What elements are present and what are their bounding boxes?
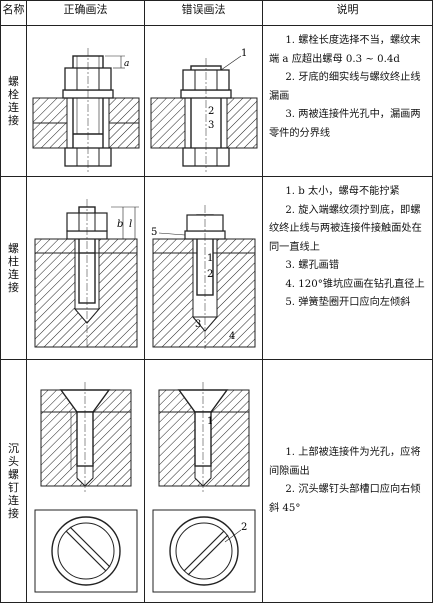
name-char: 栓 (8, 88, 19, 101)
name-char: 头 (8, 455, 19, 468)
desc-item: 1. 螺栓长度选择不当，螺纹末端 a 应超出螺母 0.3 ~ 0.4d (269, 35, 421, 65)
row-bolt-name: 螺 栓 连 接 (0, 25, 27, 177)
desc-item: 2. 旋入端螺纹须拧到底，即螺纹终止线与两被连接件接触面处在同一直线上 (269, 204, 422, 253)
desc-item: 5. 弹簧垫圈开口应向左倾斜 (285, 297, 411, 308)
desc-item: 2. 沉头螺钉头部槽口应向右倾斜 45° (269, 484, 421, 514)
name-char: 连 (8, 494, 19, 507)
callout-2: 2 (241, 522, 247, 533)
name-char: 接 (8, 507, 19, 520)
callout-b: b (117, 219, 123, 230)
header-desc: 说明 (262, 0, 433, 26)
row-countersunk-name: 沉 头 螺 钉 连 接 (0, 359, 27, 603)
callout-2: 2 (207, 269, 213, 280)
callout-3: 3 (195, 319, 201, 330)
countersunk-wrong-drawing: 1 2 (144, 359, 263, 603)
desc-item: 1. 上部被连接件为光孔，应将间隙画出 (269, 447, 421, 477)
row-bolt: 螺 栓 连 接 (0, 25, 433, 177)
callout-5: 5 (151, 227, 157, 238)
stud-correct-drawing: b l (26, 176, 145, 360)
stud-description: 1. b 太小，螺母不能拧紧 2. 旋入端螺纹须拧到底，即螺纹终止线与两被连接件… (262, 176, 433, 360)
desc-item: 4. 120°锥坑应画在钻孔直径上 (285, 278, 425, 290)
desc-item: 3. 两被连接件光孔中，漏画两零件的分界线 (269, 109, 421, 139)
desc-item: 2. 牙底的细实线与螺纹终止线漏画 (269, 72, 421, 102)
row-countersunk: 沉 头 螺 钉 连 接 (0, 359, 433, 603)
bolt-wrong-figure: 1 2 3 (150, 48, 258, 172)
name-char: 螺 (8, 242, 19, 255)
desc-item: 1. b 太小，螺母不能拧紧 (285, 186, 400, 197)
header-name: 名称 (0, 0, 27, 26)
callout-1: 1 (207, 253, 213, 264)
name-char: 柱 (8, 255, 19, 268)
row-stud-name: 螺 柱 连 接 (0, 176, 27, 360)
callout-1: 1 (207, 416, 213, 427)
bolt-description: 1. 螺栓长度选择不当，螺纹末端 a 应超出螺母 0.3 ~ 0.4d 2. 牙… (262, 25, 433, 177)
name-char: 螺 (8, 468, 19, 481)
row-stud: 螺 柱 连 接 (0, 176, 433, 360)
callout-4: 4 (229, 331, 235, 342)
callout-2: 2 (208, 106, 214, 117)
callout-a: a (124, 59, 129, 69)
header-right: 正确画法 (26, 0, 145, 26)
header-wrong: 错误画法 (144, 0, 263, 26)
countersunk-description: 1. 上部被连接件为光孔，应将间隙画出 2. 沉头螺钉头部槽口应向右倾斜 45° (262, 359, 433, 603)
stud-wrong-drawing: 5 1 2 3 4 (144, 176, 263, 360)
header-row: 名称 正确画法 错误画法 说明 (0, 0, 433, 26)
name-char: 钉 (8, 481, 19, 494)
countersunk-correct-figure (34, 382, 138, 593)
desc-item: 3. 螺孔画错 (285, 260, 340, 271)
callout-3: 3 (208, 120, 214, 131)
bolt-correct-drawing: a (26, 25, 145, 177)
name-char: 螺 (8, 75, 19, 88)
callout-1: 1 (241, 48, 247, 59)
name-char: 沉 (8, 442, 19, 455)
name-char: 连 (8, 268, 19, 281)
stud-correct-figure: b l (34, 199, 139, 349)
countersunk-wrong-figure: 1 2 (152, 382, 256, 593)
bolt-wrong-drawing: 1 2 3 (144, 25, 263, 177)
callout-l: l (129, 219, 132, 230)
bolt-correct-figure: a (32, 48, 140, 172)
countersunk-correct-drawing (26, 359, 145, 603)
name-char: 接 (8, 281, 19, 294)
name-char: 连 (8, 101, 19, 114)
name-char: 接 (8, 114, 19, 127)
stud-wrong-figure: 5 1 2 3 4 (151, 205, 256, 349)
